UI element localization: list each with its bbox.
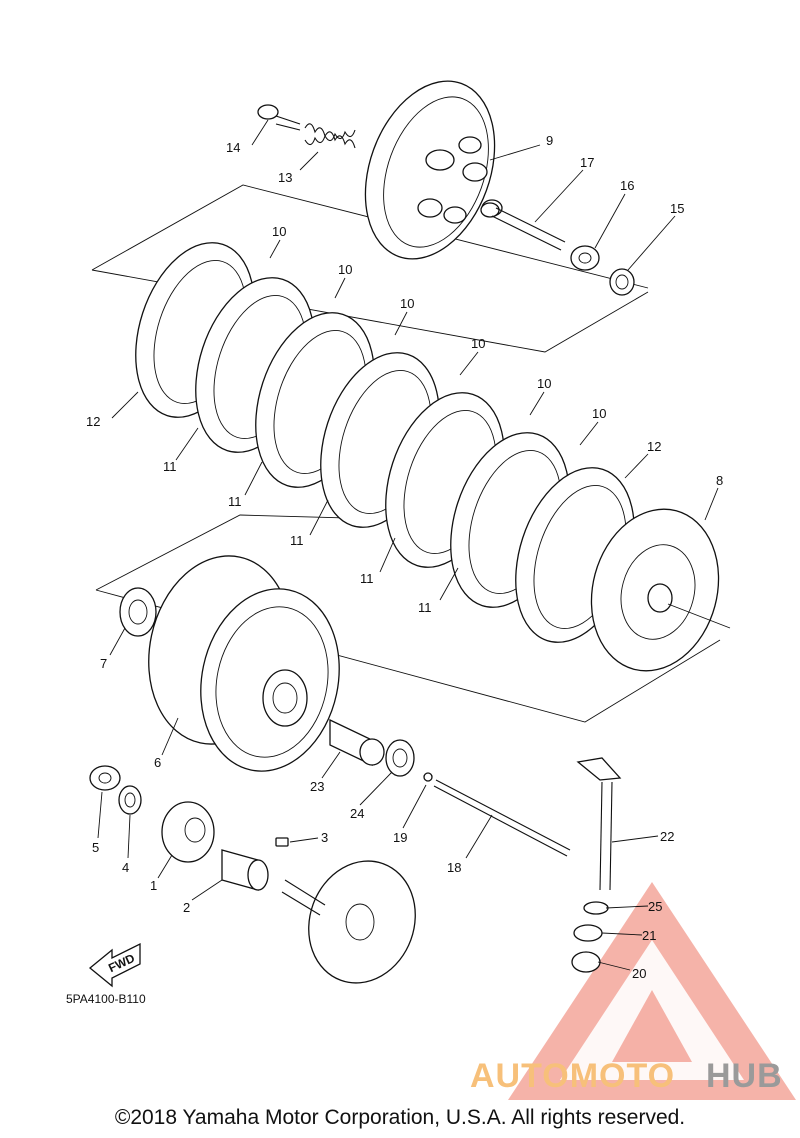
callout-6: 6	[154, 755, 161, 770]
callout-11d: 11	[360, 571, 374, 586]
steel-ball	[423, 772, 433, 782]
oil-seal	[571, 951, 601, 973]
lever-washer	[573, 924, 603, 942]
callout-labels: 14 13 9 17 16 15 10 10 10 10 10 10 12 12…	[86, 133, 723, 981]
washer-4	[118, 785, 142, 815]
copyright-notice: ©2018 Yamaha Motor Corporation, U.S.A. A…	[115, 1106, 685, 1129]
callout-10c: 10	[400, 296, 414, 311]
callout-21: 21	[642, 928, 656, 943]
push-lever-shaft	[576, 757, 622, 891]
spacer-collar	[329, 718, 385, 767]
callout-1: 1	[150, 878, 157, 893]
callout-12b: 12	[647, 439, 661, 454]
callout-10a: 10	[272, 224, 286, 239]
callout-17: 17	[580, 155, 594, 170]
leader-lines	[97, 119, 719, 971]
callout-11c: 11	[290, 533, 304, 548]
watermark-text: AUTOMOTO HUB	[470, 1057, 783, 1095]
callout-5: 5	[92, 840, 99, 855]
callout-20: 20	[632, 966, 646, 981]
nut-5	[89, 765, 121, 791]
callout-24: 24	[350, 806, 364, 821]
callout-11a: 11	[163, 459, 177, 474]
fwd-arrow-icon: FWD	[88, 942, 141, 988]
watermark-auto: AUTOMOTO	[470, 1057, 675, 1095]
lock-washer	[609, 268, 635, 296]
primary-drive-gear	[161, 801, 215, 863]
callout-25: 25	[648, 899, 662, 914]
callout-10e: 10	[537, 376, 551, 391]
callout-3: 3	[321, 830, 328, 845]
watermark-triangle-core	[612, 990, 692, 1062]
callout-10d: 10	[471, 336, 485, 351]
callout-16: 16	[620, 178, 634, 193]
pressure-plate	[364, 80, 503, 260]
callout-12a: 12	[86, 414, 100, 429]
callout-8: 8	[716, 473, 723, 488]
clutch-nut	[570, 245, 600, 271]
callout-22: 22	[660, 829, 674, 844]
callout-10f: 10	[592, 406, 606, 421]
callout-10b: 10	[338, 262, 352, 277]
clutch-spring	[304, 123, 356, 149]
callout-14: 14	[226, 140, 240, 155]
push-rod	[480, 202, 566, 251]
callout-11e: 11	[418, 600, 432, 615]
watermark-hub: HUB	[706, 1057, 783, 1095]
woodruff-key	[275, 837, 289, 847]
plate-stack	[135, 242, 635, 643]
callout-13: 13	[278, 170, 292, 185]
callout-18: 18	[447, 860, 461, 875]
callout-9: 9	[546, 133, 553, 148]
diagram-code: 5PA4100-B110	[66, 992, 146, 1006]
callout-15: 15	[670, 201, 684, 216]
callout-19: 19	[393, 830, 407, 845]
bolt	[257, 104, 301, 131]
balancer-weight	[281, 860, 416, 984]
thrust-washer	[119, 587, 157, 637]
bushing-2	[221, 849, 269, 891]
callout-2: 2	[183, 900, 190, 915]
watermark-logo	[508, 882, 796, 1100]
callout-7: 7	[100, 656, 107, 671]
callout-4: 4	[122, 860, 129, 875]
callout-23: 23	[310, 779, 324, 794]
lever-spring	[583, 901, 609, 915]
clutch-housing	[148, 555, 340, 772]
callout-11b: 11	[228, 494, 242, 509]
clutch-boss	[590, 508, 731, 672]
washer-24	[385, 739, 415, 777]
push-rod-long	[433, 779, 571, 857]
